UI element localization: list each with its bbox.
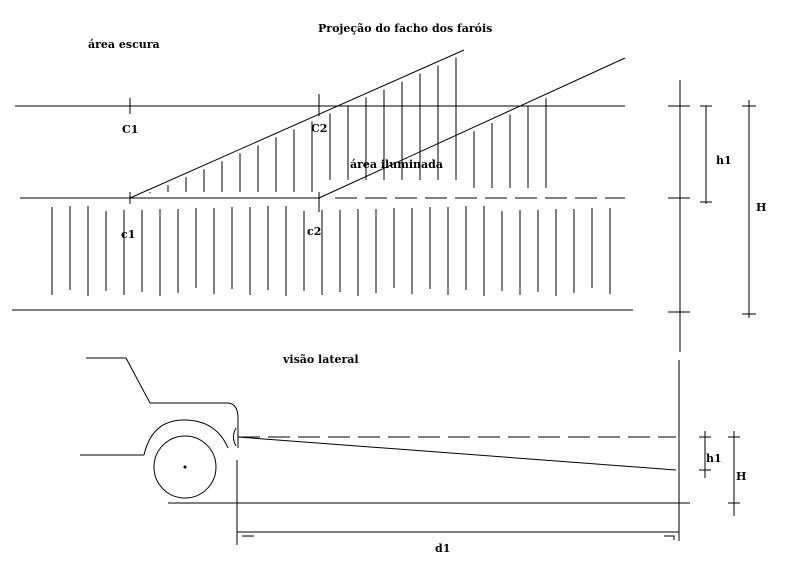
h1-label-side: h1 — [706, 452, 722, 465]
projection-view: Projeção do facho dos faróis área escura… — [12, 22, 766, 352]
d1-end-mark — [664, 535, 675, 540]
side-view-label: visão lateral — [282, 353, 359, 366]
h1-label-top: h1 — [716, 154, 732, 167]
H-label-top: H — [756, 201, 766, 214]
beam-cutoff-left — [129, 49, 465, 199]
point-C2-label: C2 — [311, 122, 327, 135]
side-view: visão lateral d1 h1 H — [80, 353, 746, 555]
H-label-side: H — [736, 470, 746, 483]
beam-inclined-line — [237, 436, 677, 471]
beam-cutoff-right — [318, 57, 626, 199]
headlight-lens — [233, 427, 237, 447]
lit-area-label: área iluminada — [350, 158, 443, 171]
point-C1-label: C1 — [122, 123, 138, 136]
car-body-outline — [86, 357, 239, 448]
wheel-hub — [183, 465, 187, 469]
wheel-arch — [143, 419, 229, 456]
diagram-title: Projeção do facho dos faróis — [318, 22, 492, 35]
car-wheel — [153, 435, 217, 499]
dark-area-label: área escura — [88, 38, 160, 51]
d1-label: d1 — [435, 542, 450, 555]
illuminated-area-hatching — [51, 57, 611, 296]
point-c1-label: c1 — [121, 228, 135, 241]
point-c2-label: c2 — [307, 225, 321, 238]
